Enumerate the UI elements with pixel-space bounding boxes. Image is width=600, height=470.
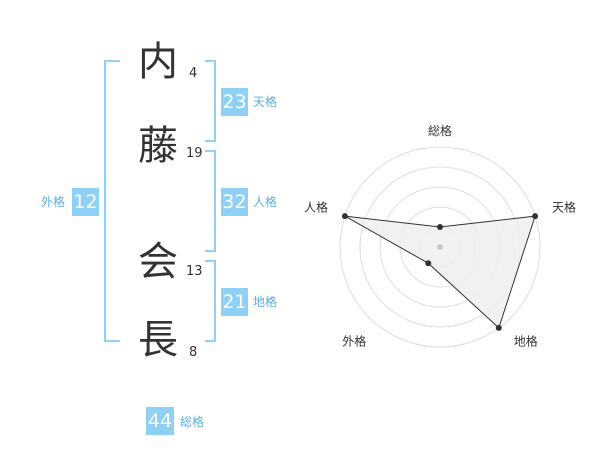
chikaku-bracket — [205, 260, 216, 342]
radar-point-3 — [425, 260, 432, 267]
radar-center-dot — [437, 244, 443, 250]
radar-axis-label-jinkaku: 人格 — [304, 199, 328, 214]
name-char-2: 藤 — [138, 123, 178, 169]
radar-point-1 — [532, 213, 539, 220]
gaikaku-bracket — [104, 60, 120, 342]
radar-polygon — [344, 215, 536, 329]
radar-axis-label-tenkaku: 天格 — [552, 199, 576, 214]
radar-axis-label-soukaku: 総格 — [428, 123, 452, 138]
tenkaku-value: 23 — [221, 88, 248, 116]
jinkaku-label: 人格 — [253, 195, 278, 209]
tenkaku-bracket — [205, 60, 216, 142]
stroke-count-3: 13 — [186, 264, 203, 279]
stroke-count-1: 4 — [189, 66, 198, 81]
gaikaku-label: 外格 — [41, 195, 66, 209]
stroke-count-4: 8 — [189, 345, 198, 360]
radar-axis-label-chikaku: 地格 — [514, 334, 538, 349]
radar-point-0 — [437, 224, 443, 230]
soukaku-value: 44 — [146, 407, 174, 435]
soukaku-label: 総格 — [180, 415, 205, 429]
name-char-3: 会 — [138, 239, 178, 285]
radar-grid-ring — [339, 146, 541, 348]
stroke-count-2: 19 — [186, 146, 203, 161]
radar-points — [341, 213, 539, 331]
chikaku-label: 地格 — [253, 295, 278, 309]
tenkaku-label: 天格 — [253, 95, 278, 109]
radar-axis-label-gaikaku: 外格 — [342, 334, 366, 349]
radar-point-2 — [495, 324, 502, 331]
gaikaku-value: 12 — [72, 188, 99, 216]
name-char-1: 内 — [138, 39, 178, 85]
radar-point-4 — [341, 213, 348, 220]
name-char-4: 長 — [138, 317, 178, 363]
jinkaku-bracket — [205, 150, 216, 252]
jinkaku-value: 32 — [221, 188, 248, 216]
chikaku-value: 21 — [221, 288, 248, 316]
